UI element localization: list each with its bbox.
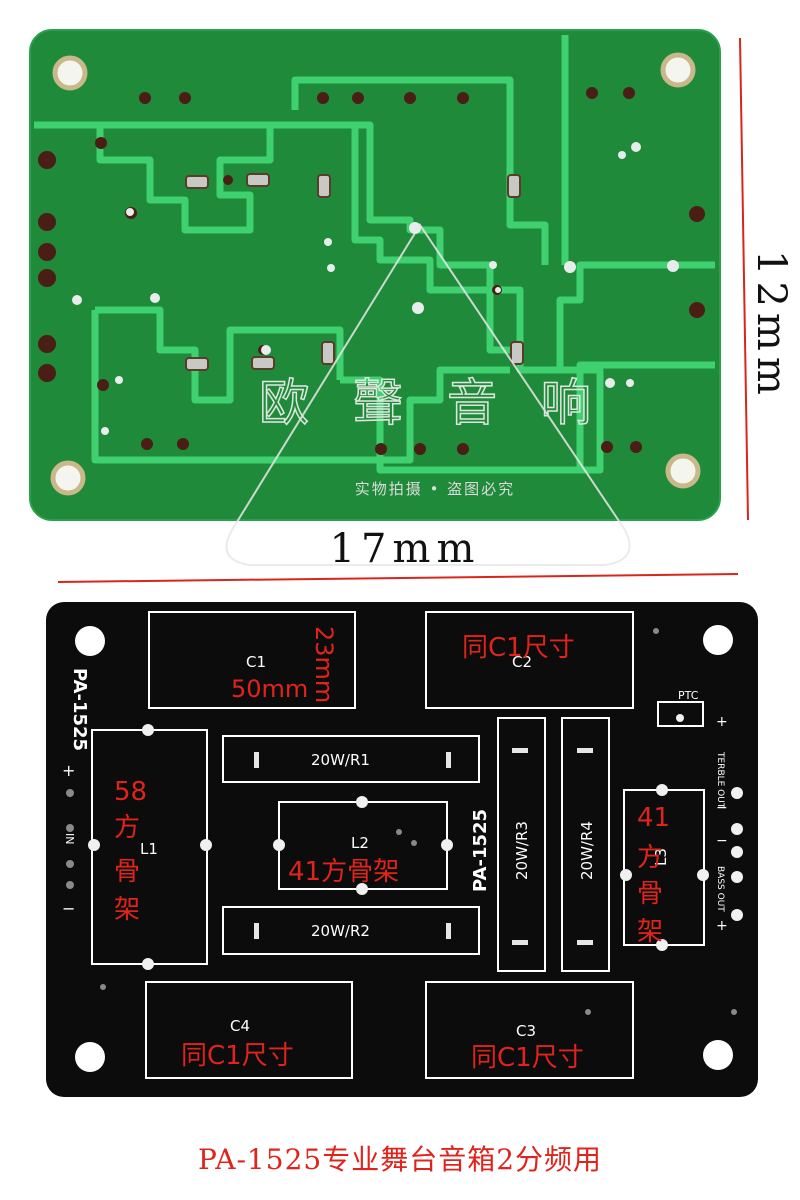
mounting-holes-black (75, 625, 733, 1072)
green-pcb-board (30, 30, 720, 520)
bass-plus-sign: + (716, 918, 728, 934)
smd-pads (185, 173, 524, 371)
l1-note-3: 骨 (114, 857, 140, 887)
width-dimension-label: 17mm (330, 526, 481, 572)
width-dimension-line (57, 573, 739, 583)
c2-size-note: 同C1尺寸 (462, 633, 575, 663)
in-minus-sign: − (62, 899, 75, 918)
l3-note-2: 方 (637, 843, 663, 873)
c3-label: C3 (516, 1022, 536, 1040)
green-pcb-photo: 欧 聲 音 响 实物拍摄 • 盗图必究 17mm 12mm (29, 29, 794, 583)
c1-label: C1 (246, 653, 266, 671)
l3-note-1: 41 (637, 803, 670, 833)
small-vias (66, 628, 737, 1015)
in-label: IN (63, 833, 76, 844)
l1-note-2: 方 (114, 813, 140, 843)
l1-note-1: 58 (114, 777, 147, 807)
vias (72, 142, 679, 435)
r2-label: 20W/R2 (311, 922, 370, 940)
black-pcb-photo: C1 C2 C4 C3 L1 L2 L3 20W/R1 20W/R2 20W/R… (46, 602, 758, 1097)
c1-height-note: 23mm (310, 626, 338, 703)
in-plus-sign: + (62, 761, 75, 780)
height-dimension-line (739, 37, 749, 521)
height-dimension-label: 12mm (748, 250, 794, 401)
solder-pads (38, 87, 705, 455)
ptc-label: PTC (678, 689, 699, 702)
l2-label: L2 (351, 834, 369, 852)
product-caption: PA-1525专业舞台音箱2分频用 (197, 1143, 603, 1176)
r1-label: 20W/R1 (311, 751, 370, 769)
c1-width-note: 50mm (231, 675, 308, 703)
model-label: PA-1525 (69, 668, 90, 751)
c3-size-note: 同C1尺寸 (471, 1043, 584, 1073)
l1-label: L1 (140, 840, 158, 858)
l2-bobbin-note: 41方骨架 (288, 857, 399, 887)
l3-note-4: 架 (637, 917, 663, 947)
watermark-subtext: 实物拍摄 • 盗图必究 (355, 480, 515, 498)
l1-note-4: 架 (114, 895, 140, 925)
r3-label: 20W/R3 (513, 821, 531, 880)
watermark-triangle (225, 223, 631, 566)
l3-label: L3 (652, 848, 670, 866)
center-model-label: PA-1525 (470, 809, 491, 892)
mounting-holes (50, 52, 701, 496)
watermark-text: 欧 聲 音 响 (259, 374, 605, 432)
black-pcb-board (46, 602, 758, 1097)
c4-label: C4 (230, 1017, 250, 1035)
treble-plus-sign: + (716, 714, 728, 730)
copper-traces (34, 35, 715, 474)
bass-out-label: BASS OUT (715, 866, 725, 912)
c2-label: C2 (512, 653, 532, 671)
treble-minus-sign: − (716, 800, 728, 816)
treble-out-label: TERBLE OUT (715, 751, 725, 809)
bass-minus-sign: − (716, 833, 728, 849)
l3-note-3: 骨 (637, 879, 663, 909)
silver-pads (88, 714, 743, 970)
resistor-slots (254, 748, 593, 945)
c4-size-note: 同C1尺寸 (181, 1041, 294, 1071)
r4-label: 20W/R4 (578, 821, 596, 880)
